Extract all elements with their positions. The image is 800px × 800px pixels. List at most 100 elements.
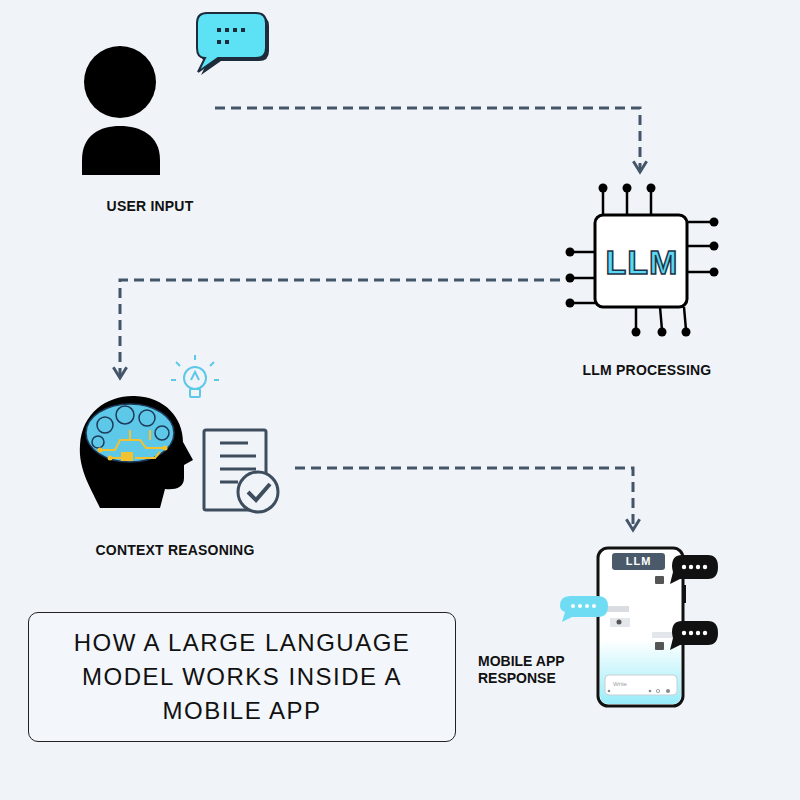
chip-pin xyxy=(650,190,653,215)
user-head xyxy=(84,46,156,118)
bubble-dot xyxy=(217,40,221,44)
input-icon xyxy=(649,690,652,693)
app-header: LLM xyxy=(619,554,659,569)
circuit-chip xyxy=(121,452,133,461)
user-body xyxy=(82,126,160,175)
circuit-trace xyxy=(100,440,165,450)
phone-node: LLM Write MOBILE APP RESPONSE xyxy=(470,530,725,710)
input-icon xyxy=(608,690,611,693)
bulb-filament xyxy=(191,372,199,380)
node-label: USER INPUT xyxy=(80,197,220,215)
input-bar xyxy=(605,675,677,695)
document-icon xyxy=(204,430,278,512)
bubble-dot xyxy=(689,565,693,569)
pin-dot xyxy=(682,328,691,337)
chip-icon xyxy=(566,184,719,337)
lightbulb-icon xyxy=(171,355,219,397)
input-icon xyxy=(666,689,670,693)
node-label: LLM PROCESSING xyxy=(547,361,747,379)
user-bubble xyxy=(560,596,608,622)
brain-head-icon xyxy=(80,396,193,508)
user-avatar xyxy=(617,620,622,625)
pin-dot xyxy=(710,242,719,251)
chip-pin xyxy=(572,302,595,305)
circuit-trace xyxy=(110,452,160,458)
pin-dot xyxy=(566,248,575,257)
circuit-dot xyxy=(98,448,103,453)
bubble-dot xyxy=(696,565,700,569)
bulb-ray xyxy=(171,379,176,381)
message-line xyxy=(652,632,674,638)
bubble-dot xyxy=(703,565,707,569)
document-line xyxy=(220,455,256,458)
bubble-dot xyxy=(696,631,700,635)
brain-swirl xyxy=(116,406,134,424)
chat-bubbles xyxy=(560,555,718,650)
llm-chip-node: LLMLLM PROCESSING xyxy=(560,172,720,387)
bulb-base xyxy=(190,389,200,397)
bubble-dot xyxy=(578,604,582,608)
chip-pin xyxy=(687,221,712,224)
bubble-dot xyxy=(225,28,229,32)
dashed-connector xyxy=(295,468,633,530)
phone-frame xyxy=(598,548,683,706)
head-silhouette xyxy=(80,396,193,508)
bubble-dot xyxy=(703,631,707,635)
pin-dot xyxy=(566,274,575,283)
phone-button xyxy=(683,585,686,603)
pin-dot xyxy=(710,268,719,277)
user-node: USER INPUT xyxy=(70,40,215,215)
node-label: MOBILE APP RESPONSE xyxy=(478,653,578,687)
chip-pin xyxy=(602,190,605,215)
chip-pin xyxy=(684,307,686,330)
check-circle xyxy=(238,472,278,512)
pin-dot xyxy=(632,328,641,337)
bubble-dot xyxy=(225,40,229,44)
brain-swirl xyxy=(139,410,155,426)
message-line xyxy=(607,606,629,612)
bot-avatar xyxy=(655,576,664,584)
chip-pin xyxy=(572,251,595,254)
brain-shape xyxy=(86,404,174,462)
check-mark xyxy=(248,484,270,500)
chip-pins xyxy=(572,190,712,330)
bot-avatar xyxy=(655,642,664,650)
bubble-dot xyxy=(682,565,686,569)
dashed-connector xyxy=(120,280,560,378)
pin-dot xyxy=(710,218,719,227)
bulb-ray xyxy=(214,379,219,381)
circuit-dot xyxy=(163,446,168,451)
brain-swirl xyxy=(97,417,113,433)
input-placeholder: Write xyxy=(613,680,643,688)
bubble-dot xyxy=(233,28,237,32)
phone-glow xyxy=(600,640,681,704)
chip-pin xyxy=(626,190,629,215)
circuit-dot xyxy=(108,456,113,461)
pin-dot xyxy=(658,328,667,337)
chip-text: LLM xyxy=(587,244,697,280)
title-box: HOW A LARGE LANGUAGE MODEL WORKS INSIDE … xyxy=(28,612,456,742)
brain-swirls xyxy=(92,406,169,448)
bulb-ray xyxy=(176,362,180,366)
document-line xyxy=(220,442,248,445)
bulb-glass xyxy=(184,367,206,389)
bubble-dot xyxy=(241,28,245,32)
dashed-connector xyxy=(215,108,640,172)
bulb-ray xyxy=(194,355,196,360)
bubble-dot xyxy=(689,631,693,635)
chip-pin xyxy=(660,307,662,330)
bubble-dot xyxy=(571,604,575,608)
bulb-ray xyxy=(210,362,214,366)
user-icon xyxy=(82,46,160,175)
bubble-body xyxy=(197,13,266,72)
chip-pin xyxy=(635,307,638,330)
message-line xyxy=(610,618,630,627)
bubble-dot xyxy=(592,604,596,608)
brain-swirl xyxy=(92,436,104,448)
bubble-dot xyxy=(217,28,221,32)
pin-dot xyxy=(647,184,656,193)
chip-pin xyxy=(687,245,712,248)
reasoning-node: CONTEXT REASONING xyxy=(75,378,295,563)
